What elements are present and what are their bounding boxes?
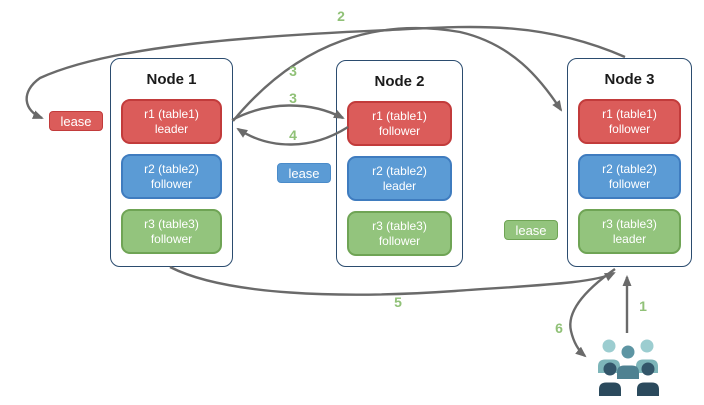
replica-name: r2 (table2) xyxy=(144,161,199,176)
node-3: Node 3 r1 (table1) follower r2 (table2) … xyxy=(567,58,692,267)
replica-name: r3 (table3) xyxy=(144,216,199,231)
users-icon xyxy=(598,339,659,396)
replica-name: r1 (table1) xyxy=(602,106,657,121)
node-3-replica-r2: r2 (table2) follower xyxy=(578,154,681,199)
arrow-label-5: 5 xyxy=(394,294,402,310)
lease-badge-green: lease xyxy=(504,220,558,240)
node-2-replica-r3: r3 (table3) follower xyxy=(347,211,452,256)
node-3-replica-r1: r1 (table1) follower xyxy=(578,99,681,144)
node-1-replica-r1: r1 (table1) leader xyxy=(121,99,222,144)
replica-name: r1 (table1) xyxy=(372,108,427,123)
node-3-title: Node 3 xyxy=(604,71,655,88)
replica-role: follower xyxy=(608,121,651,136)
lease-badge-red: lease xyxy=(49,111,103,131)
arrow-label-6: 6 xyxy=(555,320,563,336)
node-2: Node 2 r1 (table1) follower r2 (table2) … xyxy=(336,60,463,267)
node-1-replica-r3: r3 (table3) follower xyxy=(121,209,222,254)
replica-name: r3 (table3) xyxy=(602,216,657,231)
node-2-title: Node 2 xyxy=(374,73,425,90)
arrow-step5-node1-to-node3 xyxy=(169,265,616,296)
node-1-replica-r2: r2 (table2) follower xyxy=(121,154,222,199)
node-2-replica-r1: r1 (table1) follower xyxy=(347,101,452,146)
lease-badge-blue: lease xyxy=(277,163,331,183)
replica-role: leader xyxy=(612,231,647,246)
replica-role: follower xyxy=(150,176,193,191)
replica-role: leader xyxy=(154,121,189,136)
replica-role: follower xyxy=(150,231,193,246)
replica-name: r3 (table3) xyxy=(372,218,427,233)
replica-name: r1 (table1) xyxy=(144,106,199,121)
arrow-label-4: 4 xyxy=(289,127,297,143)
replica-name: r2 (table2) xyxy=(372,163,427,178)
arrow-label-2: 2 xyxy=(337,8,345,24)
arrow-label-3b: 3 xyxy=(289,90,297,106)
replica-role: follower xyxy=(378,123,421,138)
replica-role: follower xyxy=(608,176,651,191)
replica-name: r2 (table2) xyxy=(602,161,657,176)
arrow-label-3a: 3 xyxy=(289,63,297,79)
node-1-title: Node 1 xyxy=(146,71,197,88)
replica-role: leader xyxy=(382,178,417,193)
node-2-replica-r2: r2 (table2) leader xyxy=(347,156,452,201)
replica-role: follower xyxy=(378,233,421,248)
arrow-label-1: 1 xyxy=(639,298,647,314)
arrow-step3-node1-to-node2 xyxy=(231,104,345,122)
node-1: Node 1 r1 (table1) leader r2 (table2) fo… xyxy=(110,58,233,267)
node-3-replica-r3: r3 (table3) leader xyxy=(578,209,681,254)
